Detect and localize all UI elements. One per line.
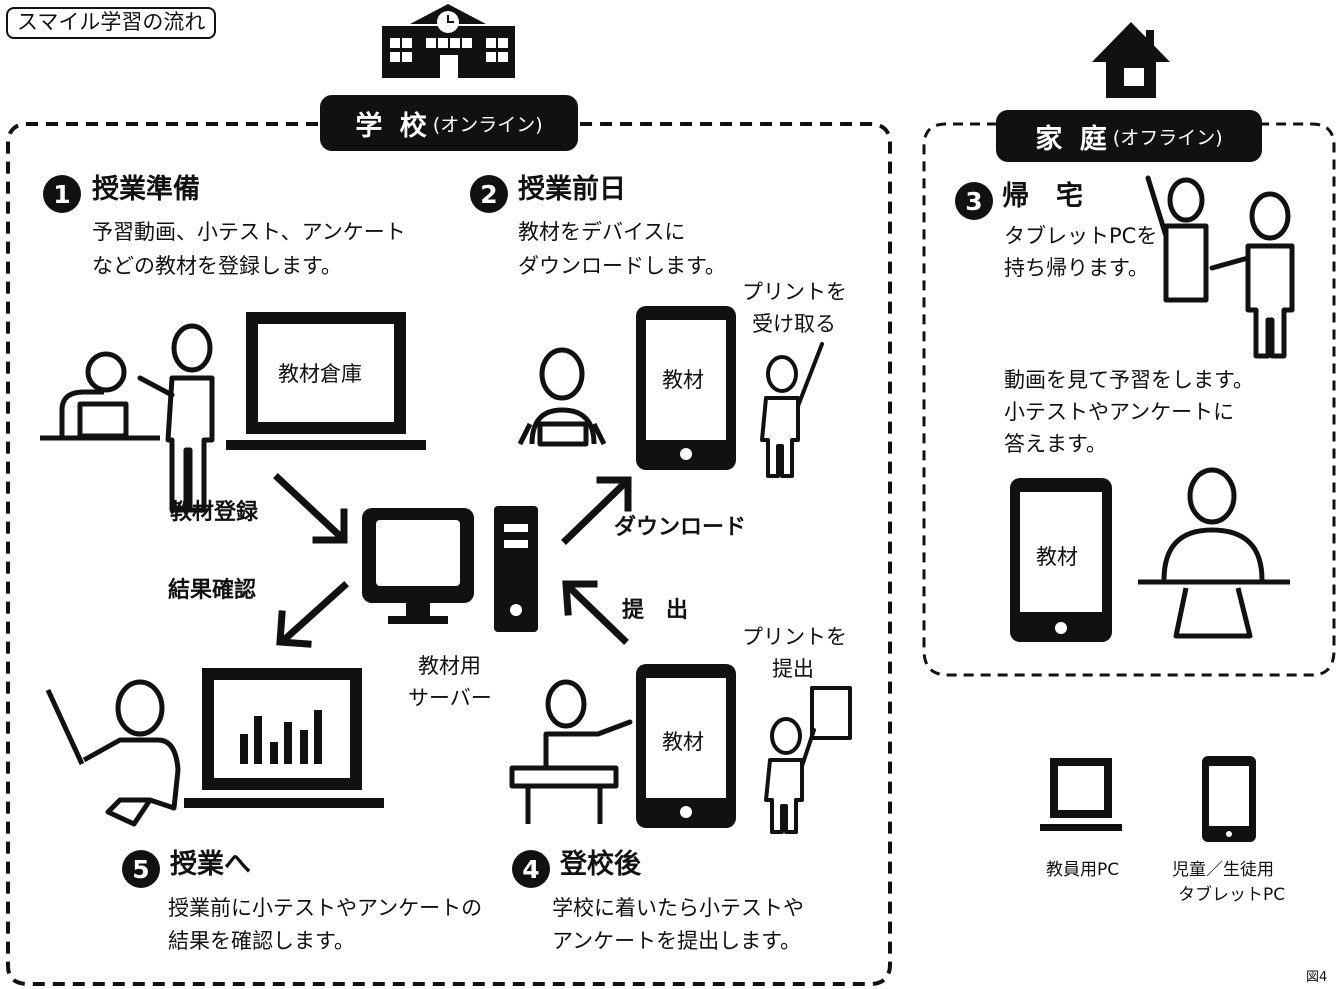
step-5-title: 授業へ: [170, 849, 251, 880]
results-laptop: [184, 668, 384, 808]
submit-flow-label: 提 出: [622, 598, 689, 623]
step-4-desc-line2: アンケートを提出します。: [552, 929, 802, 953]
check-flow-label: 結果確認: [168, 578, 257, 603]
submit-arrow: [562, 580, 629, 645]
home-label-sub: (オフライン): [1112, 126, 1223, 149]
tablet-day-before: [636, 306, 736, 470]
student-tablet-legend-icon: [1202, 756, 1256, 842]
teacher-pc-legend-label: 教員用PC: [1046, 860, 1120, 880]
tablet-after-school: [636, 664, 736, 828]
day-before-tablet-label: 教材: [662, 368, 704, 392]
student-receiving-print-figure: [760, 342, 824, 478]
step-4-title: 登校後: [560, 849, 641, 880]
step-1-desc-line1: 予習動画、小テスト、アンケート: [92, 220, 406, 244]
school-region-border: [6, 122, 892, 986]
download-flow-label: ダウンロード: [614, 515, 747, 540]
step-2-number: 2: [470, 175, 508, 213]
step-3-number: 3: [955, 182, 993, 220]
figure-label: 図4: [1306, 970, 1328, 985]
home-region-border: [922, 122, 1336, 677]
school-label: 学 校 (オンライン): [320, 95, 578, 151]
step-2-desc-line2: ダウンロードします。: [518, 254, 726, 278]
home-label: 家 庭 (オフライン): [996, 110, 1262, 162]
page-title: スマイル学習の流れ: [6, 7, 217, 39]
server-tower-icon: [494, 506, 538, 632]
server-label-line2: サーバー: [408, 686, 492, 710]
print-submit-line2: 提出: [772, 657, 814, 681]
result-check-arrow: [276, 581, 349, 648]
step-5-desc-line1: 授業前に小テストやアンケートの: [168, 896, 483, 920]
teacher-at-laptop-figure: [40, 351, 160, 441]
server-monitor-icon: [362, 508, 474, 624]
step-3-desc-line2: 持ち帰ります。: [1004, 256, 1149, 280]
step-1-number: 1: [43, 175, 81, 213]
teacher-pointing-figure: [45, 679, 181, 827]
home-desc-line2: 小テストやアンケートに: [1004, 400, 1235, 424]
register-arrow: [273, 473, 348, 544]
print-submit-line1: プリントを: [742, 625, 847, 649]
step-5-number: 5: [122, 850, 160, 888]
register-flow-label: 教材登録: [170, 500, 259, 525]
step-1-desc-line2: などの教材を登録します。: [92, 254, 342, 278]
student-tablet-legend-line1: 児童／生徒用: [1172, 860, 1274, 880]
warehouse-laptop: [226, 312, 426, 450]
warehouse-screen-label: 教材倉庫: [278, 362, 362, 386]
student-studying-at-home-figure: [1138, 467, 1290, 639]
download-arrow: [561, 476, 632, 545]
home-desc-line3: 答えます。: [1004, 432, 1107, 456]
school-label-sub: (オンライン): [432, 113, 543, 136]
students-going-home-figure: [1145, 175, 1295, 359]
student-tablet-legend-line2: タブレットPC: [1178, 885, 1286, 905]
student-with-device-figure: [517, 347, 607, 447]
school-label-main: 学 校: [355, 110, 431, 142]
server-label-line1: 教材用: [418, 654, 481, 678]
print-receive-line1: プリントを: [742, 280, 847, 304]
print-receive-line2: 受け取る: [752, 312, 836, 336]
step-3-desc-line1: タブレットPCを: [1004, 224, 1158, 248]
school-building-icon: [382, 4, 515, 78]
presenter-figure: [137, 323, 215, 513]
student-submitting-print-figure: [764, 686, 852, 834]
step-2-title: 授業前日: [518, 174, 626, 205]
step-1-title: 授業準備: [92, 174, 200, 205]
teacher-pc-legend-icon: [1040, 758, 1122, 831]
home-label-main: 家 庭: [1035, 123, 1111, 155]
after-school-tablet-label: 教材: [662, 730, 704, 754]
step-4-desc-line1: 学校に着いたら小テストや: [552, 896, 804, 920]
step-3-title: 帰 宅: [1002, 181, 1083, 212]
home-desc-line1: 動画を見て予習をします。: [1004, 368, 1254, 392]
step-4-number: 4: [512, 850, 550, 888]
tablet-home: [1010, 478, 1112, 642]
teacher-at-podium-figure: [509, 679, 633, 824]
home-tablet-label: 教材: [1036, 545, 1078, 569]
step-2-desc-line1: 教材をデバイスに: [518, 220, 686, 244]
step-5-desc-line2: 結果を確認します。: [168, 929, 355, 953]
house-icon: [1092, 22, 1170, 98]
